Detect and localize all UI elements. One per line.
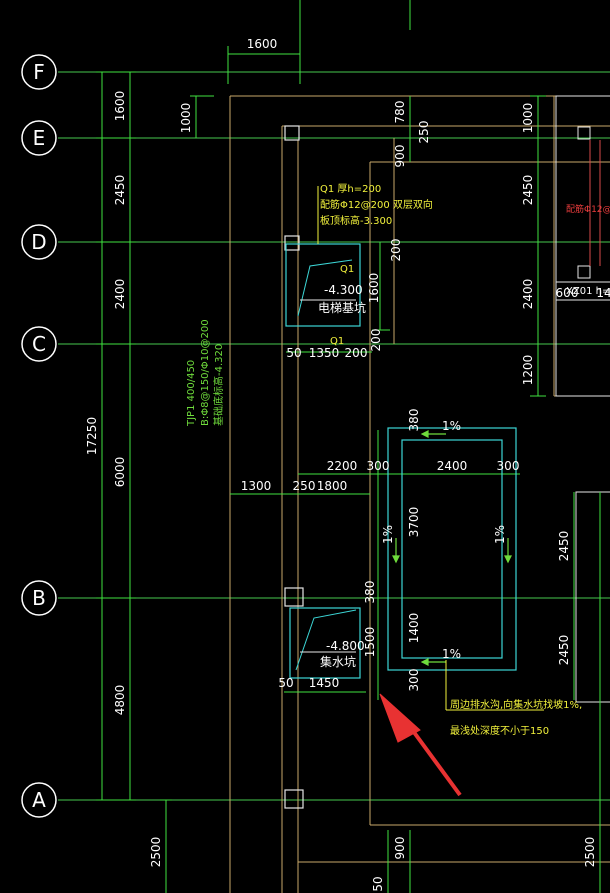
bottom-dimension-labels: 2500 50 900 2500 (149, 837, 597, 892)
dim-1600: 1600 (113, 91, 127, 122)
axis-bubble-circle (21, 580, 57, 616)
axis-bubble-F: F (21, 54, 57, 90)
dim-4800: 4800 (113, 685, 127, 716)
dim-top-200-mid: 200 (369, 329, 383, 352)
note-line1: 周边排水沟,向集水坑找坡1%, (450, 698, 582, 711)
dim-380-top: 380 (407, 409, 421, 432)
lower-pit (289, 607, 361, 679)
column-markers (284, 125, 304, 809)
dim-2200: 2200 (327, 459, 358, 473)
dim-1350: 1350 (309, 346, 340, 360)
dim-2450a: 2450 (557, 531, 571, 562)
upper-pit (285, 243, 361, 327)
dim-2450: 2450 (113, 175, 127, 206)
note-line2: 最浅处深度不小于150 (450, 724, 549, 737)
dim-top-2400: 2400 (521, 279, 535, 310)
dim-top-1000-left: 1000 (179, 103, 193, 134)
mid-dimension-labels: 50 1350 200 380 2200 300 2400 300 1300 2… (241, 346, 571, 691)
q1-title: Q1 厚h=200 (320, 183, 381, 195)
dim-300c: 300 (407, 669, 421, 692)
annotation-arrow (379, 693, 462, 797)
dimension-lines (96, 0, 601, 893)
axis-label: E (33, 126, 46, 150)
dim-top-250: 250 (417, 121, 431, 144)
right-text-2: XZ01 h=20 (566, 286, 610, 297)
axis-bubble-B: B (21, 580, 57, 616)
right-detail-box (555, 95, 610, 703)
slope-pct-left: 1% (381, 525, 395, 544)
dim-1800: 1800 (317, 479, 348, 493)
slope-pct-bottom: 1% (442, 647, 461, 661)
axis-bubble-D: D (21, 224, 57, 260)
dim-top-1000-right: 1000 (521, 103, 535, 134)
dim-2450b: 2450 (557, 635, 571, 666)
elev-upper: -4.300 (324, 283, 363, 297)
axis-bubble-circle (21, 120, 57, 156)
dim-1300: 1300 (241, 479, 272, 493)
tjp-line2: B:Φ8@150/Φ10@200 (200, 319, 211, 426)
pit-upper-label: 电梯基坑 (318, 300, 366, 315)
dim-bottom-2500a: 2500 (149, 837, 163, 868)
dim-top-14: 14 (596, 286, 610, 300)
axis-label: F (33, 60, 45, 84)
axis-label: B (32, 586, 46, 610)
axis-bubble-circle (21, 54, 57, 90)
grid-lines (58, 71, 610, 801)
dim-1500: 1500 (363, 627, 377, 658)
q1-line2: 配筋Φ12@200 双层双向 (320, 198, 433, 211)
axis-bubble-circle (21, 326, 57, 362)
dim-250h: 250 (293, 479, 316, 493)
dim-1450: 1450 (309, 676, 340, 690)
axis-label: A (32, 788, 46, 812)
slope-pct-right: 1% (493, 525, 507, 544)
slope-arrows (392, 430, 512, 666)
axis-bubble-circle (21, 782, 57, 818)
dim-200h: 200 (345, 346, 368, 360)
dim-top-900: 900 (393, 145, 407, 168)
right-text-1: 配筋Φ12@ (566, 203, 610, 215)
tjp-line3: 基础底标高-4.320 (212, 344, 225, 426)
elev-lower: -4.800 (326, 639, 365, 653)
axis-bubble-C: C (21, 326, 57, 362)
dim-50a: 50 (286, 346, 301, 360)
dim-3700: 3700 (407, 507, 421, 538)
axis-bubble-E: E (21, 120, 57, 156)
axis-bubble-A: A (21, 782, 57, 818)
q1-tag-b: Q1 (330, 336, 344, 347)
top-dimension-labels: 1600 1000 780 250 1000 900 2450 200 1600… (179, 37, 610, 385)
dim-2400: 2400 (113, 279, 127, 310)
dim-2400h: 2400 (437, 459, 468, 473)
leader-lines (317, 186, 544, 711)
q1-line3: 板顶标高-3.300 (320, 214, 392, 227)
dim-300a: 300 (367, 459, 390, 473)
dim-total: 17250 (85, 417, 99, 455)
axis-label: C (32, 332, 46, 356)
annotations: Q1 厚h=200 配筋Φ12@200 双层双向 板顶标高-3.300 Q1 -… (186, 183, 610, 737)
q1-tag-a: Q1 (340, 264, 354, 275)
drain-trench (387, 427, 517, 671)
dim-top-600: 600 (556, 286, 579, 300)
dim-bottom-50: 50 (371, 876, 385, 891)
dim-6000: 6000 (113, 457, 127, 488)
dim-1400: 1400 (407, 613, 421, 644)
left-dimension-labels: 1600 2450 2400 6000 4800 17250 (85, 91, 127, 716)
dim-top-1200: 1200 (521, 355, 535, 386)
slope-pct-top: 1% (442, 419, 461, 433)
dim-50b: 50 (278, 676, 293, 690)
dim-top-2450: 2450 (521, 175, 535, 206)
dim-top-1600: 1600 (247, 37, 278, 51)
dim-380b: 380 (363, 581, 377, 604)
tjp-line1: TJP1 400/450 (186, 360, 197, 427)
dim-300b: 300 (497, 459, 520, 473)
dim-top-1600-v: 1600 (367, 273, 381, 304)
dim-bottom-2500b: 2500 (583, 837, 597, 868)
axis-bubble-circle (21, 224, 57, 260)
dim-top-780: 780 (393, 101, 407, 124)
dim-top-200: 200 (389, 239, 403, 262)
dim-bottom-900: 900 (393, 837, 407, 860)
axis-label: D (31, 230, 46, 254)
pit-lower-label: 集水坑 (320, 654, 356, 669)
